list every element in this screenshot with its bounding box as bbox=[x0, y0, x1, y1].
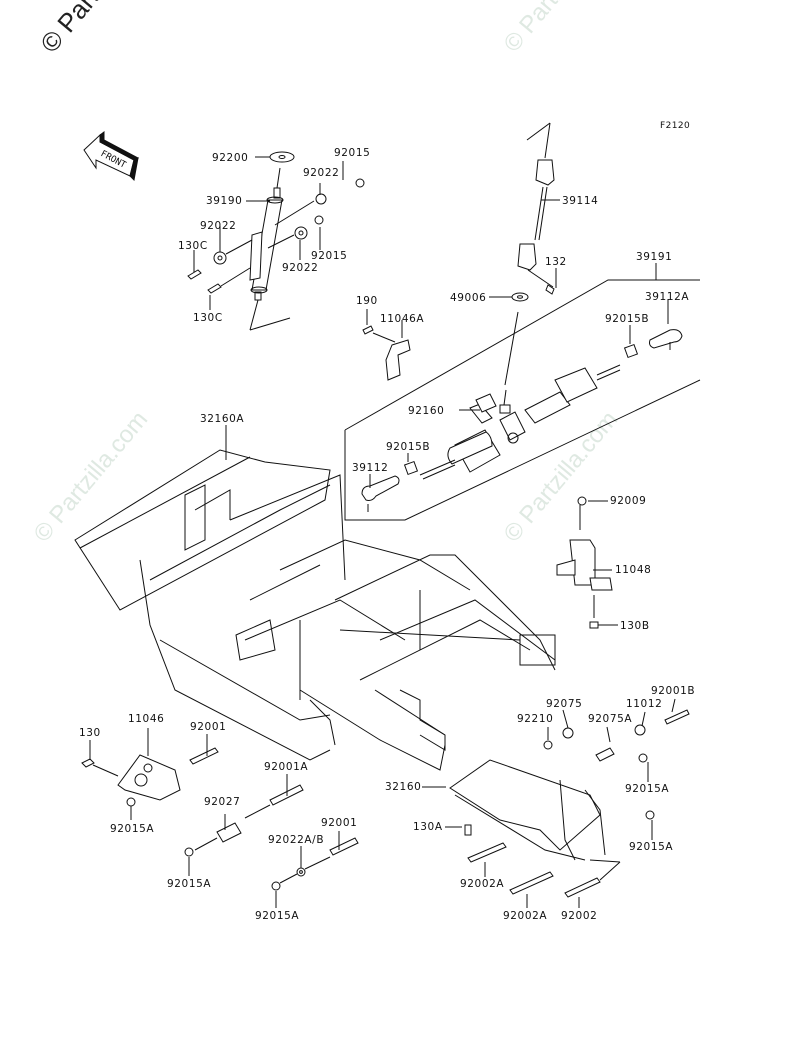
part-label-92022A-B[interactable]: 92022A/B bbox=[268, 834, 325, 846]
engine-mount-part bbox=[82, 748, 218, 806]
part-label-92027[interactable]: 92027 bbox=[204, 796, 241, 808]
part-label-92022[interactable]: 92022 bbox=[303, 167, 340, 179]
steering-shaft-part bbox=[505, 123, 554, 385]
steering-column-part bbox=[188, 152, 364, 330]
part-label-92075A[interactable]: 92075A bbox=[588, 713, 633, 725]
part-label-11048[interactable]: 11048 bbox=[615, 564, 652, 576]
part-label-92015[interactable]: 92015 bbox=[311, 250, 348, 262]
part-label-92075[interactable]: 92075 bbox=[546, 698, 583, 710]
rack-bracket-part bbox=[557, 497, 612, 628]
part-label-92009[interactable]: 92009 bbox=[610, 495, 647, 507]
rear-subframe-part bbox=[450, 710, 689, 897]
part-label-92001B[interactable]: 92001B bbox=[651, 685, 696, 697]
part-label-92001[interactable]: 92001 bbox=[321, 817, 358, 829]
part-label-49006[interactable]: 49006 bbox=[450, 292, 487, 304]
part-label-92001A[interactable]: 92001A bbox=[264, 761, 309, 773]
part-label-92001[interactable]: 92001 bbox=[190, 721, 227, 733]
part-label-92015A[interactable]: 92015A bbox=[167, 878, 212, 890]
part-label-39112[interactable]: 39112 bbox=[352, 462, 389, 474]
part-label-92015A[interactable]: 92015A bbox=[625, 783, 670, 795]
part-label-92015A[interactable]: 92015A bbox=[629, 841, 674, 853]
part-label-92002A[interactable]: 92002A bbox=[503, 910, 548, 922]
part-label-11012[interactable]: 11012 bbox=[626, 698, 663, 710]
part-label-130B[interactable]: 130B bbox=[620, 620, 650, 632]
part-label-92015A[interactable]: 92015A bbox=[255, 910, 300, 922]
part-label-92015[interactable]: 92015 bbox=[334, 147, 371, 159]
main-frame-part bbox=[75, 450, 555, 770]
part-label-11046[interactable]: 11046 bbox=[128, 713, 165, 725]
part-label-130A[interactable]: 130A bbox=[413, 821, 443, 833]
part-label-130[interactable]: 130 bbox=[79, 727, 101, 739]
part-label-130C[interactable]: 130C bbox=[193, 312, 223, 324]
part-label-130C[interactable]: 130C bbox=[178, 240, 208, 252]
steering-rack-part bbox=[362, 330, 682, 512]
front-arrow-icon: FRONT bbox=[84, 132, 138, 180]
diagram-code: F2120 bbox=[660, 121, 691, 131]
part-label-32160A[interactable]: 32160A bbox=[200, 413, 245, 425]
leader-lines bbox=[90, 157, 675, 908]
part-label-11046A[interactable]: 11046A bbox=[380, 313, 425, 325]
part-label-92002A[interactable]: 92002A bbox=[460, 878, 505, 890]
rack-assembly-outline bbox=[345, 380, 700, 520]
part-label-39112A[interactable]: 39112A bbox=[645, 291, 690, 303]
part-label-92210[interactable]: 92210 bbox=[517, 713, 554, 725]
part-label-39114[interactable]: 39114 bbox=[562, 195, 599, 207]
part-label-92200[interactable]: 92200 bbox=[212, 152, 249, 164]
part-label-32160[interactable]: 32160 bbox=[385, 781, 422, 793]
rack-assembly-outline-top bbox=[345, 280, 700, 430]
part-label-92160[interactable]: 92160 bbox=[408, 405, 445, 417]
part-label-39190[interactable]: 39190 bbox=[206, 195, 243, 207]
part-label-92022[interactable]: 92022 bbox=[200, 220, 237, 232]
part-label-39191[interactable]: 39191 bbox=[636, 251, 673, 263]
part-label-92002[interactable]: 92002 bbox=[561, 910, 598, 922]
clamp-part bbox=[363, 326, 410, 380]
part-label-92022[interactable]: 92022 bbox=[282, 262, 319, 274]
part-label-132[interactable]: 132 bbox=[545, 256, 567, 268]
part-label-92015B[interactable]: 92015B bbox=[386, 441, 431, 453]
part-label-92015A[interactable]: 92015A bbox=[110, 823, 155, 835]
part-label-92015B[interactable]: 92015B bbox=[605, 313, 650, 325]
part-label-190[interactable]: 190 bbox=[356, 295, 378, 307]
